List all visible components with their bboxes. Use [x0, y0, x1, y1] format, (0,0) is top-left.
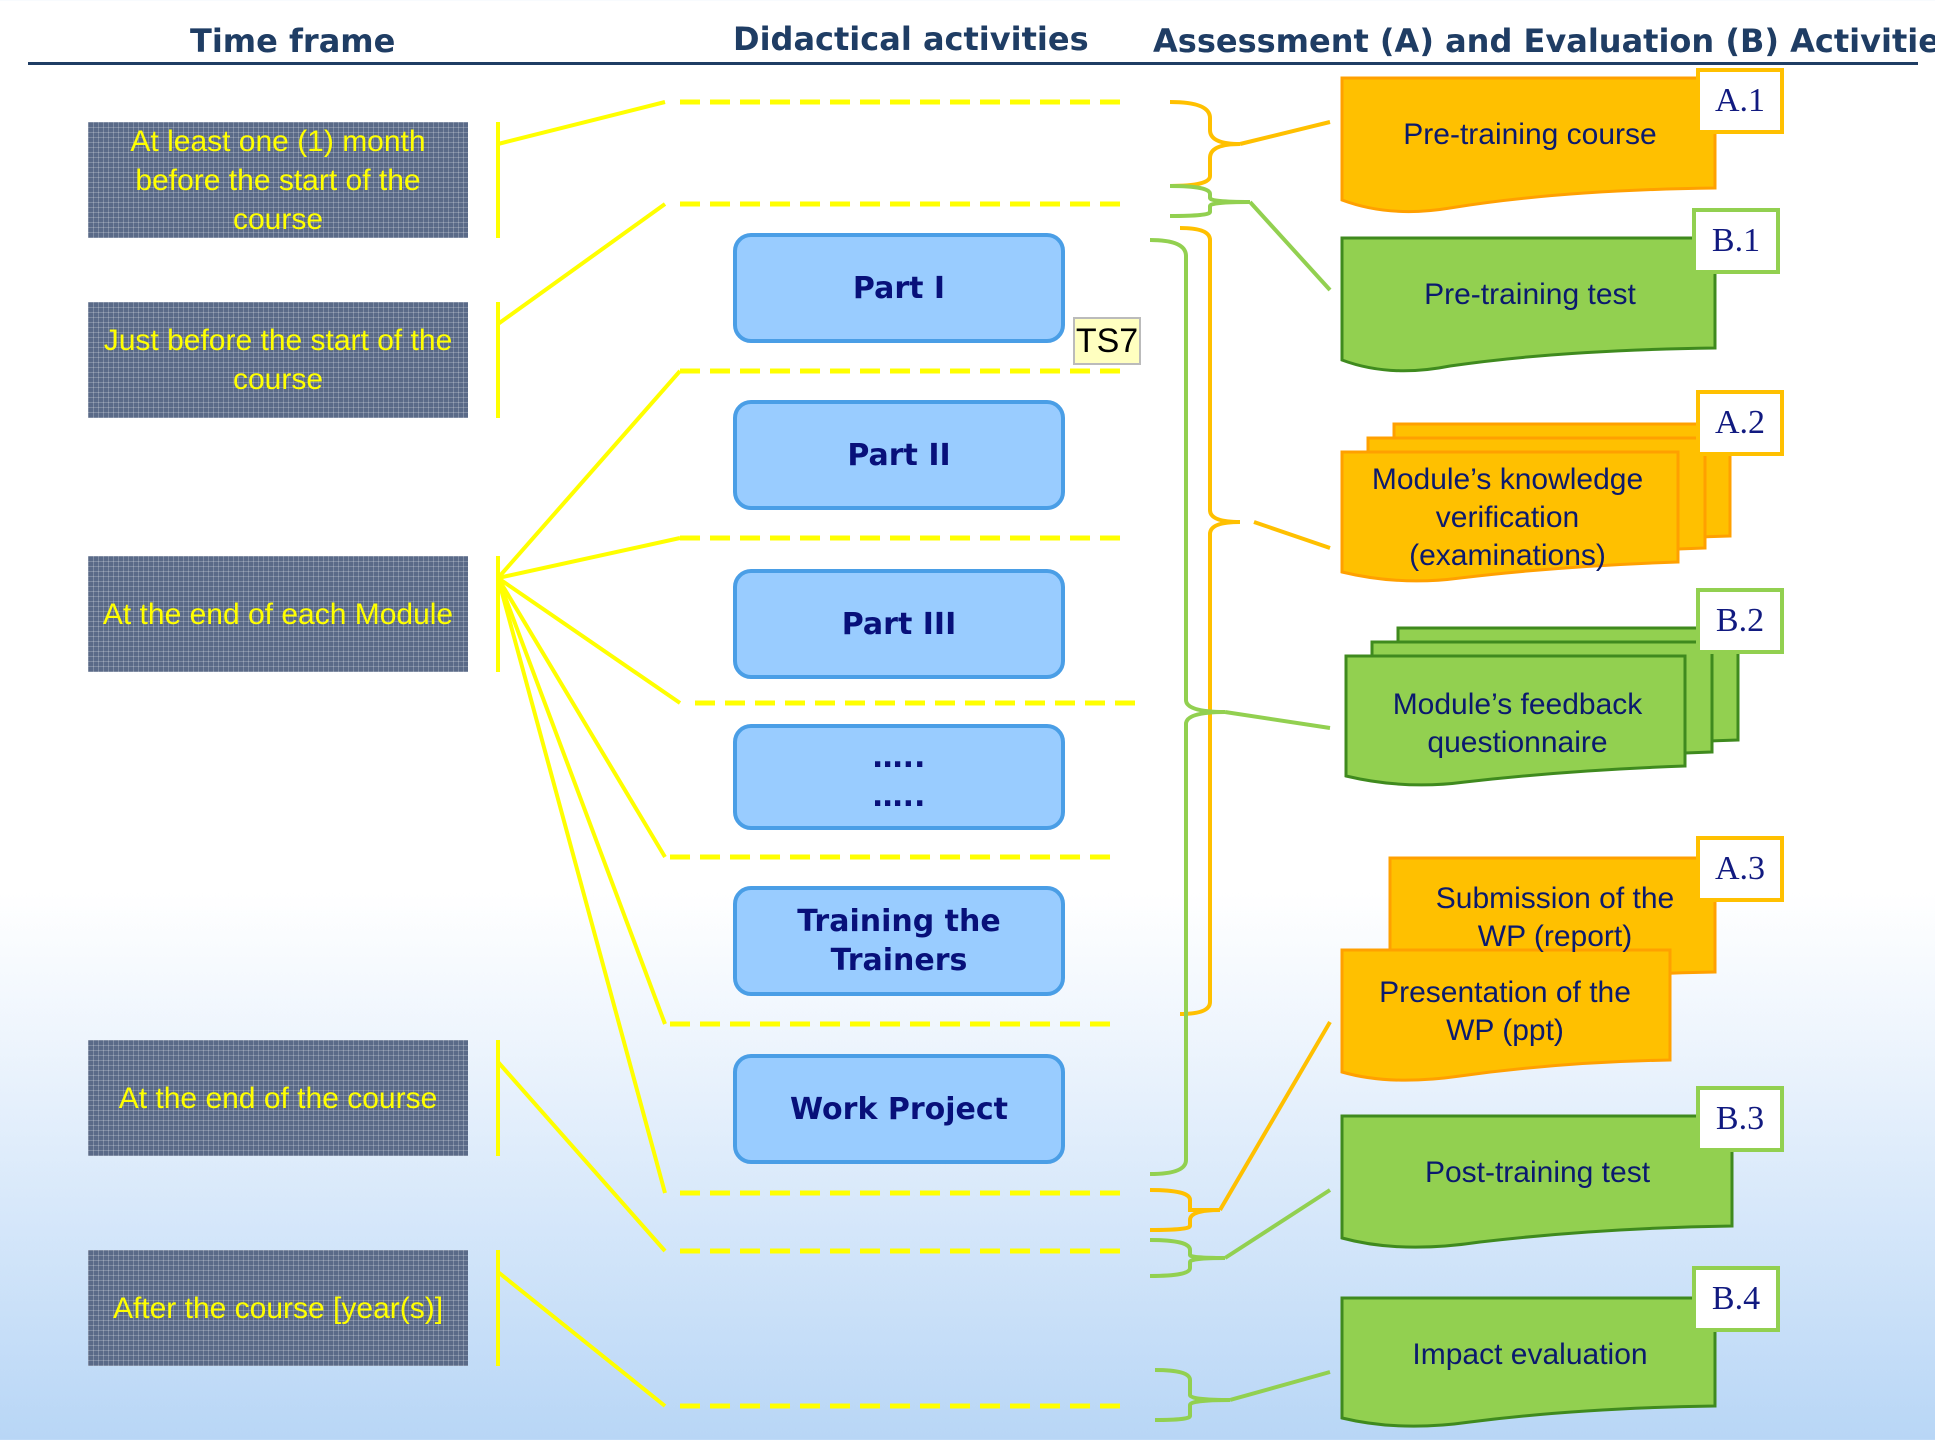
header-assessment-activities: Assessment (A) and Evaluation (B) Activi…: [1153, 22, 1935, 60]
part-2-box: Part II: [733, 400, 1065, 510]
timeframe-end-of-module: At the end of each Module: [88, 556, 468, 672]
b4-document-shape: [1340, 1296, 1717, 1428]
timeframe-month-before: At least one (1) month before the start …: [88, 122, 468, 238]
tag-a3: A.3: [1696, 836, 1784, 902]
b1-document-shape: [1340, 236, 1717, 373]
part-1-box: Part I: [733, 233, 1065, 343]
tag-a2: A.2: [1696, 390, 1784, 456]
a2-label: Module’s knowledge verification (examina…: [1371, 463, 1644, 572]
b2-label: Module’s feedback questionnaire: [1392, 688, 1643, 759]
b1-label: Pre-training test: [1424, 278, 1636, 311]
b3-document-shape: [1340, 1114, 1734, 1249]
tag-b3: B.3: [1696, 1086, 1784, 1152]
header-didactical-activities: Didactical activities: [733, 20, 1089, 58]
assessment-brackets: [1149, 100, 1332, 1232]
work-project-box: Work Project: [733, 1054, 1065, 1164]
ts7-callout: TS7: [1073, 317, 1141, 365]
a3-ppt-label: Presentation of the WP (ppt): [1379, 976, 1631, 1047]
timeframe-just-before: Just before the start of the course: [88, 302, 468, 418]
b3-label: Post-training test: [1424, 1156, 1651, 1189]
tag-a1: A.1: [1696, 68, 1784, 134]
timeframe-connectors: [496, 100, 682, 1408]
b2-document-stack: [1344, 626, 1740, 787]
a1-document-shape: [1340, 76, 1717, 214]
a2-document-stack: [1340, 422, 1732, 583]
faint-logo-text: ace and Development: [1718, 134, 1866, 153]
b4-label: Impact evaluation: [1412, 1338, 1648, 1371]
part-ellipsis-box: ….. …..: [733, 724, 1065, 830]
a3-ppt-shape: [1340, 948, 1672, 1082]
timeframe-end-of-course: At the end of the course: [88, 1040, 468, 1156]
evaluation-brackets: [1149, 184, 1332, 1422]
tag-b4: B.4: [1692, 1266, 1780, 1332]
a1-label: Pre-training course: [1403, 118, 1657, 151]
part-3-box: Part III: [733, 569, 1065, 679]
header-time-frame: Time frame: [190, 22, 396, 60]
header-divider: [28, 62, 1918, 65]
tag-b1: B.1: [1692, 208, 1780, 274]
timeline-separators: [670, 99, 1135, 1409]
a3-report-label: Submission of the WP (report): [1435, 882, 1675, 953]
training-the-trainers-box: Training the Trainers: [733, 886, 1065, 996]
timeframe-after-course: After the course [year(s)]: [88, 1250, 468, 1366]
tag-b2: B.2: [1696, 588, 1784, 654]
